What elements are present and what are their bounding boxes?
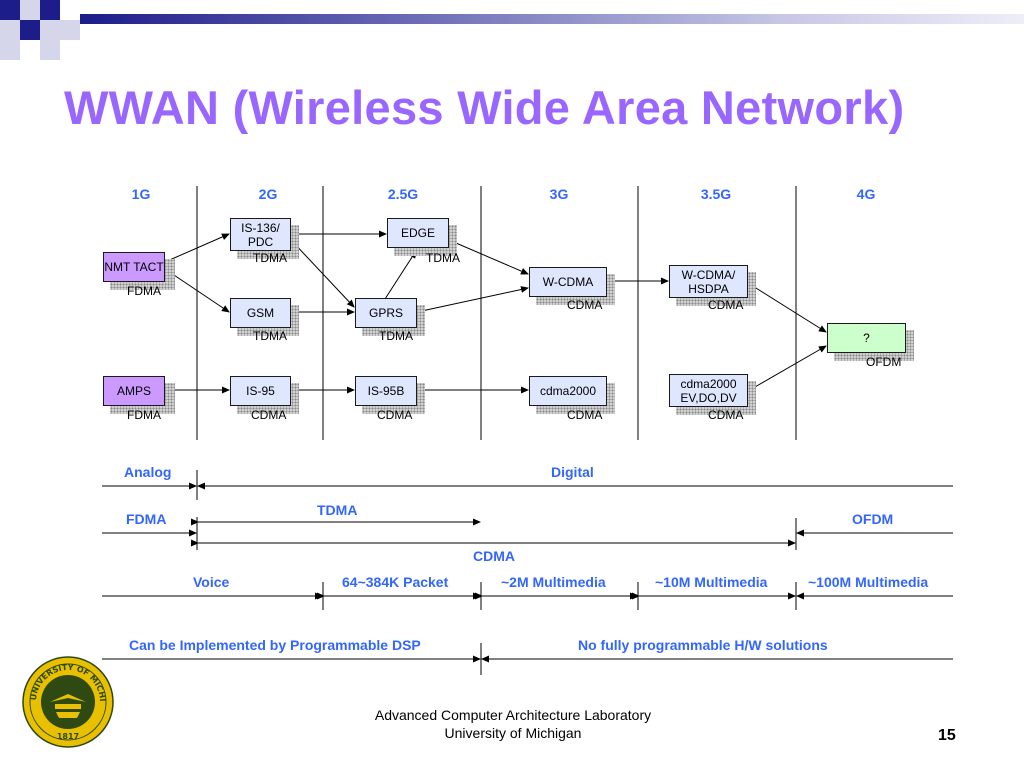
- header-gradient-bar: [80, 14, 1024, 24]
- band-label-2m-multimedia: ~2M Multimedia: [501, 574, 606, 590]
- node-is95b: IS-95B: [355, 376, 417, 406]
- band-lines: [102, 470, 953, 675]
- node-gprs: GPRS: [355, 298, 417, 328]
- tech-label-gsm: TDMA: [253, 329, 287, 343]
- gen-label-4g: 4G: [856, 186, 876, 202]
- band-label-no-hw-solutions: No fully programmable H/W solutions: [578, 637, 828, 653]
- gen-label-3g: 3G: [549, 186, 569, 202]
- band-label-cdma: CDMA: [473, 548, 515, 564]
- node-cdma2000: cdma2000: [529, 376, 607, 406]
- svg-text:1817: 1817: [57, 732, 79, 741]
- gen-label-2-5g: 2.5G: [387, 186, 419, 202]
- tech-label-cdma2000-ev: CDMA: [708, 408, 744, 422]
- band-label-fdma: FDMA: [126, 511, 167, 527]
- node-is95: IS-95: [230, 376, 291, 406]
- gen-label-3-5g: 3.5G: [700, 186, 732, 202]
- band-label-100m-multimedia: ~100M Multimedia: [808, 574, 929, 590]
- university-seal-logo: THE UNIVERSITY OF MICHIGAN 1817: [22, 656, 114, 748]
- node-edge: EDGE: [387, 218, 449, 248]
- tech-label-amps: FDMA: [127, 408, 161, 422]
- band-label-tdma: TDMA: [317, 502, 358, 518]
- footer-text: Advanced Computer Architecture Laborator…: [340, 706, 686, 742]
- tech-label-is136: TDMA: [253, 251, 287, 265]
- tech-label-is95: CDMA: [251, 408, 287, 422]
- band-label-ofdm: OFDM: [852, 511, 894, 527]
- tech-label-cdma2000: CDMA: [567, 408, 603, 422]
- node-gsm: GSM: [230, 298, 291, 328]
- tech-label-is95b: CDMA: [377, 408, 413, 422]
- band-label-digital: Digital: [551, 464, 594, 480]
- node-w-cdma-hsdpa: W-CDMA/ HSDPA: [669, 265, 748, 298]
- band-label-10m-multimedia: ~10M Multimedia: [655, 574, 768, 590]
- node-4g-unknown: ?: [827, 323, 906, 353]
- band-label-analog: Analog: [124, 464, 172, 480]
- tech-label-4g: OFDM: [866, 355, 902, 369]
- node-cdma2000-ev: cdma2000 EV,DO,DV: [669, 374, 748, 407]
- tech-label-wcdma-hsdpa: CDMA: [708, 298, 744, 312]
- evolution-arrows: [164, 230, 827, 394]
- gen-label-2g: 2G: [258, 186, 278, 202]
- footer-line-university: University of Michigan: [444, 725, 582, 741]
- band-label-packet: 64~384K Packet: [342, 574, 449, 590]
- band-label-voice: Voice: [193, 574, 230, 590]
- slide-title: WWAN (Wireless Wide Area Network): [64, 81, 905, 134]
- node-w-cdma: W-CDMA: [529, 267, 607, 297]
- gen-label-1g: 1G: [131, 186, 151, 202]
- tech-label-gprs: TDMA: [379, 329, 413, 343]
- band-label-programmable-dsp: Can be Implemented by Programmable DSP: [129, 637, 421, 653]
- footer-line-lab: Advanced Computer Architecture Laborator…: [374, 707, 652, 723]
- node-is136-pdc: IS-136/ PDC: [230, 218, 291, 251]
- tech-label-wcdma: CDMA: [567, 298, 603, 312]
- tech-label-nmt: FDMA: [127, 284, 161, 298]
- node-nmt-tact: NMT TACT: [103, 252, 165, 282]
- tech-label-edge: TDMA: [426, 251, 460, 265]
- node-amps: AMPS: [103, 376, 165, 406]
- page-number: 15: [938, 727, 956, 744]
